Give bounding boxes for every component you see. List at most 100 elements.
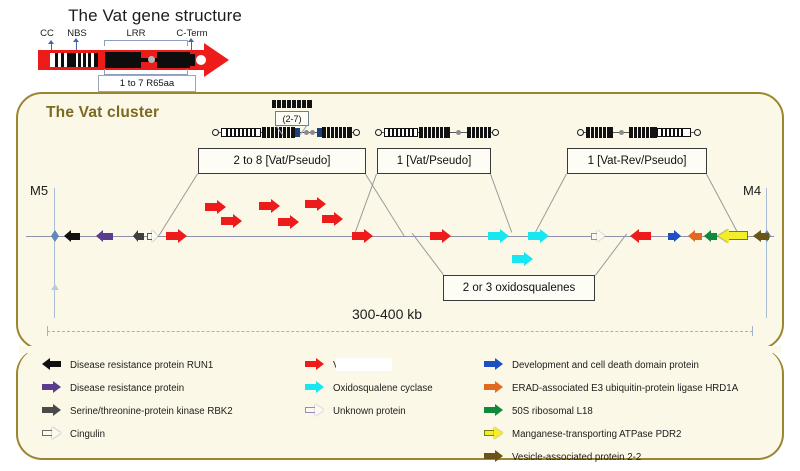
- cterm-pointer-icon: [188, 38, 194, 42]
- m4-marker-label: M4: [743, 183, 762, 198]
- lrr-brace: [104, 40, 188, 46]
- nbs-domain-block: [67, 53, 76, 67]
- domain-gap: [58, 53, 61, 67]
- genome-span-dashed-line: [47, 331, 753, 332]
- callout-vat-pseudo-2to8: 2 to 8 [Vat/Pseudo]: [198, 148, 366, 174]
- domain-stripe: [78, 53, 81, 67]
- span-end-left: [47, 326, 49, 336]
- cc-domain-block: [50, 53, 55, 67]
- callout-vat-rev-pseudo-1: 1 [Vat-Rev/Pseudo]: [567, 148, 707, 174]
- genome-axis: [26, 236, 774, 238]
- legend-icon-oxidosqualene-cyclase: [305, 381, 324, 393]
- domain-stripe: [61, 53, 64, 67]
- legend-panel: [16, 348, 784, 460]
- lrr-linker: [141, 58, 154, 62]
- repeat-comb-icon: [272, 100, 312, 109]
- gene-arrow-run1: [64, 230, 80, 243]
- gene-structure-panel: The Vat gene structure CC NBS LRR C-Term…: [0, 0, 800, 92]
- gene-arrow-vat-copy: [221, 214, 242, 228]
- gene-arrow-hrd1a: [688, 230, 702, 243]
- legend-label-ribosomal-l18: 50S ribosomal L18: [512, 406, 593, 417]
- domain-gap: [91, 53, 94, 67]
- legend-icon-vat: [305, 358, 324, 370]
- legend-icon-pdr2: [484, 427, 503, 439]
- domain-label-cterm: C-Term: [176, 28, 208, 39]
- m5-marker-line: [54, 188, 56, 318]
- legend-icon-vesicle-protein: [484, 450, 503, 462]
- domain-stripe: [94, 53, 98, 67]
- gene-model-vat-pseudo-2to8: [212, 126, 360, 140]
- gene-model-vat-pseudo-1: [375, 126, 499, 140]
- gene-arrow-pdr2: [718, 229, 748, 243]
- gene-arrow-disease-resistance: [96, 230, 113, 243]
- legend-icon-run1: [42, 358, 61, 370]
- repeat-annotation-callout: (2-7): [275, 111, 309, 126]
- lrr-center-dot: [148, 56, 155, 63]
- legend-icon-disease-resistance: [42, 381, 61, 393]
- gene-arrow-vat: [430, 229, 451, 243]
- nbs-pointer-icon: [73, 38, 79, 42]
- legend-icon-cingulin: [42, 427, 61, 439]
- legend-icon-hrd1a: [484, 381, 503, 393]
- gene-model-vat-rev-pseudo-1: [577, 126, 701, 140]
- legend-label-pdr2: Manganese-transporting ATPase PDR2: [512, 429, 682, 440]
- legend-icon-unknown-protein: [305, 404, 324, 416]
- domain-gap: [76, 53, 78, 67]
- genome-span-label: 300-400 kb: [352, 306, 423, 322]
- gene-arrow-vat: [352, 229, 373, 243]
- domain-label-lrr: LRR: [126, 28, 146, 39]
- cterm-block: [190, 54, 195, 66]
- gene-arrow-oxidosqualene: [528, 229, 549, 243]
- gene-arrow-oxidosqualene: [488, 229, 509, 243]
- gene-arrow-vat: [166, 229, 187, 243]
- cc-pointer-icon: [48, 40, 54, 44]
- legend-label-oxidosqualene-cyclase: Oxidosqualene cyclase: [333, 383, 433, 394]
- m5-bowtie-icon: [51, 230, 59, 242]
- domain-label-cc: CC: [40, 28, 54, 39]
- legend-label-hrd1a: ERAD-associated E3 ubiquitin-protein lig…: [512, 383, 739, 394]
- lrr-block-left: [105, 52, 141, 68]
- span-end-right: [752, 326, 754, 336]
- m4-marker-line: [766, 188, 768, 318]
- gene-arrow-development-domain: [668, 230, 681, 243]
- gene-arrow-vat-rev: [630, 229, 651, 243]
- gene-arrow-ribosomal-l18: [704, 230, 717, 243]
- domain-gap: [64, 53, 67, 67]
- domain-stripe: [88, 53, 91, 67]
- m5-lower-tick-icon: [51, 284, 59, 290]
- legend-icon-ribosomal-l18: [484, 404, 503, 416]
- domain-gap: [86, 53, 88, 67]
- nbs-tick: [76, 42, 77, 54]
- gene-arrow-vat-copy: [278, 215, 299, 229]
- gene-arrow-unknown-protein: [591, 230, 605, 243]
- legend-label-run1: Disease resistance protein RUN1: [70, 360, 214, 371]
- gene-arrow-vat-copy: [322, 212, 343, 226]
- lrr-repeat-caption: 1 to 7 R65aa: [98, 75, 196, 92]
- domain-stripe: [83, 53, 86, 67]
- lrr-caption-brace: [104, 69, 188, 75]
- cterm-circle: [196, 55, 206, 65]
- domain-gap: [81, 53, 83, 67]
- legend-label-rbk2: Serine/threonine-protein kinase RBK2: [70, 406, 233, 417]
- legend-vat-redacted-area: [336, 358, 392, 371]
- gene-arrow-vat-copy: [305, 197, 326, 211]
- cc-tick: [51, 44, 52, 53]
- m5-marker-label: M5: [30, 183, 49, 198]
- callout-vat-pseudo-1: 1 [Vat/Pseudo]: [377, 148, 491, 174]
- callout-oxidosqualenes: 2 or 3 oxidosqualenes: [443, 275, 595, 301]
- cterm-tick: [191, 42, 192, 52]
- gene-arrow-oxidosqualene-copy: [512, 252, 533, 266]
- legend-icon-development-domain: [484, 358, 503, 370]
- gene-arrow-rbk2: [133, 230, 144, 243]
- panel-seam: [19, 346, 781, 353]
- gene-arrow-vat-copy: [205, 200, 226, 214]
- legend-label-disease-resistance: Disease resistance protein: [70, 383, 185, 394]
- gene-arrow-vat-copy: [259, 199, 280, 213]
- domain-stripe: [55, 53, 58, 67]
- legend-icon-rbk2: [42, 404, 61, 416]
- lrr-block-right2: [157, 52, 190, 68]
- domain-label-nbs: NBS: [67, 28, 87, 39]
- gene-arrow-head-icon: [204, 43, 229, 77]
- legend-label-cingulin: Cingulin: [70, 429, 106, 440]
- gene-arrow-vesicle-protein: [753, 230, 769, 243]
